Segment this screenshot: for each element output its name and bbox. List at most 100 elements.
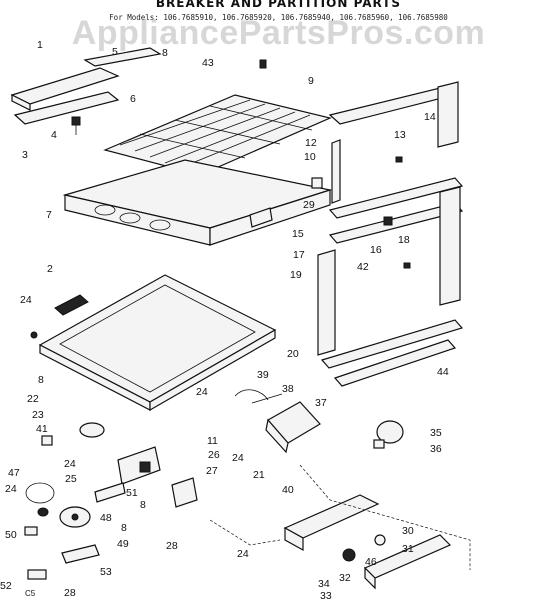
- callout-27: 27: [206, 465, 218, 477]
- breaker-strip-top: [83, 47, 162, 67]
- part-52: [27, 569, 47, 580]
- motor-26: [171, 477, 198, 508]
- model-numbers: For Models: 106.7685910, 106.7685920, 10…: [109, 13, 448, 22]
- callout-32: 32: [339, 572, 351, 584]
- dial-32: [342, 548, 356, 562]
- callout-24f: 24: [237, 548, 249, 560]
- callout-28a: 28: [166, 540, 178, 552]
- callout-41: 41: [36, 423, 48, 435]
- callout-8c: 8: [140, 499, 146, 511]
- callout-4: 4: [51, 129, 57, 141]
- partition-frame: [317, 177, 464, 387]
- callout-47: 47: [8, 467, 20, 479]
- rack-grille: [103, 94, 332, 176]
- callout-49: 49: [117, 538, 129, 550]
- clip-13: [395, 156, 403, 163]
- part-38: [251, 393, 283, 404]
- callout-31: 31: [402, 543, 414, 555]
- callout-6: 6: [130, 93, 136, 105]
- callout-2: 2: [47, 263, 53, 275]
- screw-42: [403, 262, 411, 269]
- callout-3: 3: [22, 149, 28, 161]
- callout-18: 18: [398, 234, 410, 246]
- callout-15: 15: [292, 228, 304, 240]
- callout-13: 13: [394, 129, 406, 141]
- knob-31: [374, 534, 386, 546]
- callout-33: 33: [320, 590, 332, 600]
- callout-24c: 24: [232, 452, 244, 464]
- callout-17: 17: [293, 249, 305, 261]
- callout-5: 5: [112, 46, 118, 58]
- callout-8d: 8: [121, 522, 127, 534]
- callout-34: 34: [318, 578, 330, 590]
- callout-51: 51: [126, 487, 138, 499]
- callout-24b: 24: [196, 386, 208, 398]
- callout-35: 35: [430, 427, 442, 439]
- callout-30: 30: [402, 525, 414, 537]
- breaker-strip-upper: [10, 67, 120, 111]
- callout-11: 11: [207, 435, 218, 447]
- part-41: [41, 435, 53, 446]
- callout-44: 44: [437, 366, 449, 378]
- callout-53: 53: [100, 566, 112, 578]
- callout-c5: C5: [25, 589, 36, 598]
- callout-23: 23: [32, 409, 44, 421]
- watermark-text: AppliancePartsPros.com: [71, 14, 486, 52]
- shelf-22: [38, 274, 277, 412]
- control-panel-30: [283, 494, 380, 552]
- callout-24d: 24: [64, 458, 76, 470]
- callout-21: 21: [253, 469, 265, 481]
- nut-10: [311, 177, 323, 189]
- callout-8b: 8: [38, 374, 44, 386]
- callout-50: 50: [5, 529, 17, 541]
- control-housing: [117, 446, 161, 485]
- callout-labels: 1 2 3 4 5 6 7 8 8 8 8 9 10 11 12 13 14 1…: [0, 39, 449, 600]
- callout-40: 40: [282, 484, 294, 496]
- callout-1: 1: [37, 39, 43, 51]
- light-socket-23: [79, 422, 105, 438]
- callout-42: 42: [357, 261, 369, 273]
- cord-47: [25, 482, 55, 517]
- thermostat-48: [59, 506, 91, 528]
- callout-8a: 8: [162, 47, 168, 59]
- callout-37: 37: [315, 397, 327, 409]
- part-53: [61, 544, 100, 564]
- callout-14: 14: [424, 111, 436, 123]
- partition-post-12: [331, 139, 341, 204]
- callout-24e: 24: [5, 483, 17, 495]
- knob-35: [373, 420, 404, 449]
- wire-39: [234, 389, 269, 401]
- callout-48: 48: [100, 512, 112, 524]
- screw-24a: [30, 331, 38, 339]
- callout-7: 7: [46, 209, 52, 221]
- callout-39: 39: [257, 369, 269, 381]
- part-2: [54, 294, 89, 316]
- callout-46: 46: [365, 556, 377, 568]
- bracket-29: [249, 207, 273, 228]
- callout-20: 20: [287, 348, 299, 360]
- callout-52: 52: [0, 580, 12, 592]
- callout-25: 25: [65, 473, 77, 485]
- callout-38: 38: [282, 383, 294, 395]
- callout-16: 16: [370, 244, 382, 256]
- breaker-strip-lower: [13, 91, 120, 125]
- clip-43: [259, 59, 267, 69]
- callout-29: 29: [303, 199, 315, 211]
- screw-4: [71, 116, 81, 135]
- breaker-channel: [62, 159, 333, 246]
- callout-19: 19: [290, 269, 302, 281]
- part-50: [24, 526, 38, 536]
- callout-22: 22: [27, 393, 39, 405]
- control-panel-33: [363, 534, 452, 590]
- diagram-title: BREAKER AND PARTITION PARTS: [155, 0, 402, 10]
- callout-36: 36: [430, 443, 442, 455]
- clip-16: [383, 216, 393, 226]
- callout-43: 43: [202, 57, 214, 69]
- callout-10: 10: [304, 151, 316, 163]
- callout-24a: 24: [20, 294, 32, 306]
- callout-9: 9: [308, 75, 314, 87]
- partition-post-14: [437, 81, 459, 148]
- switch-51: [94, 482, 126, 503]
